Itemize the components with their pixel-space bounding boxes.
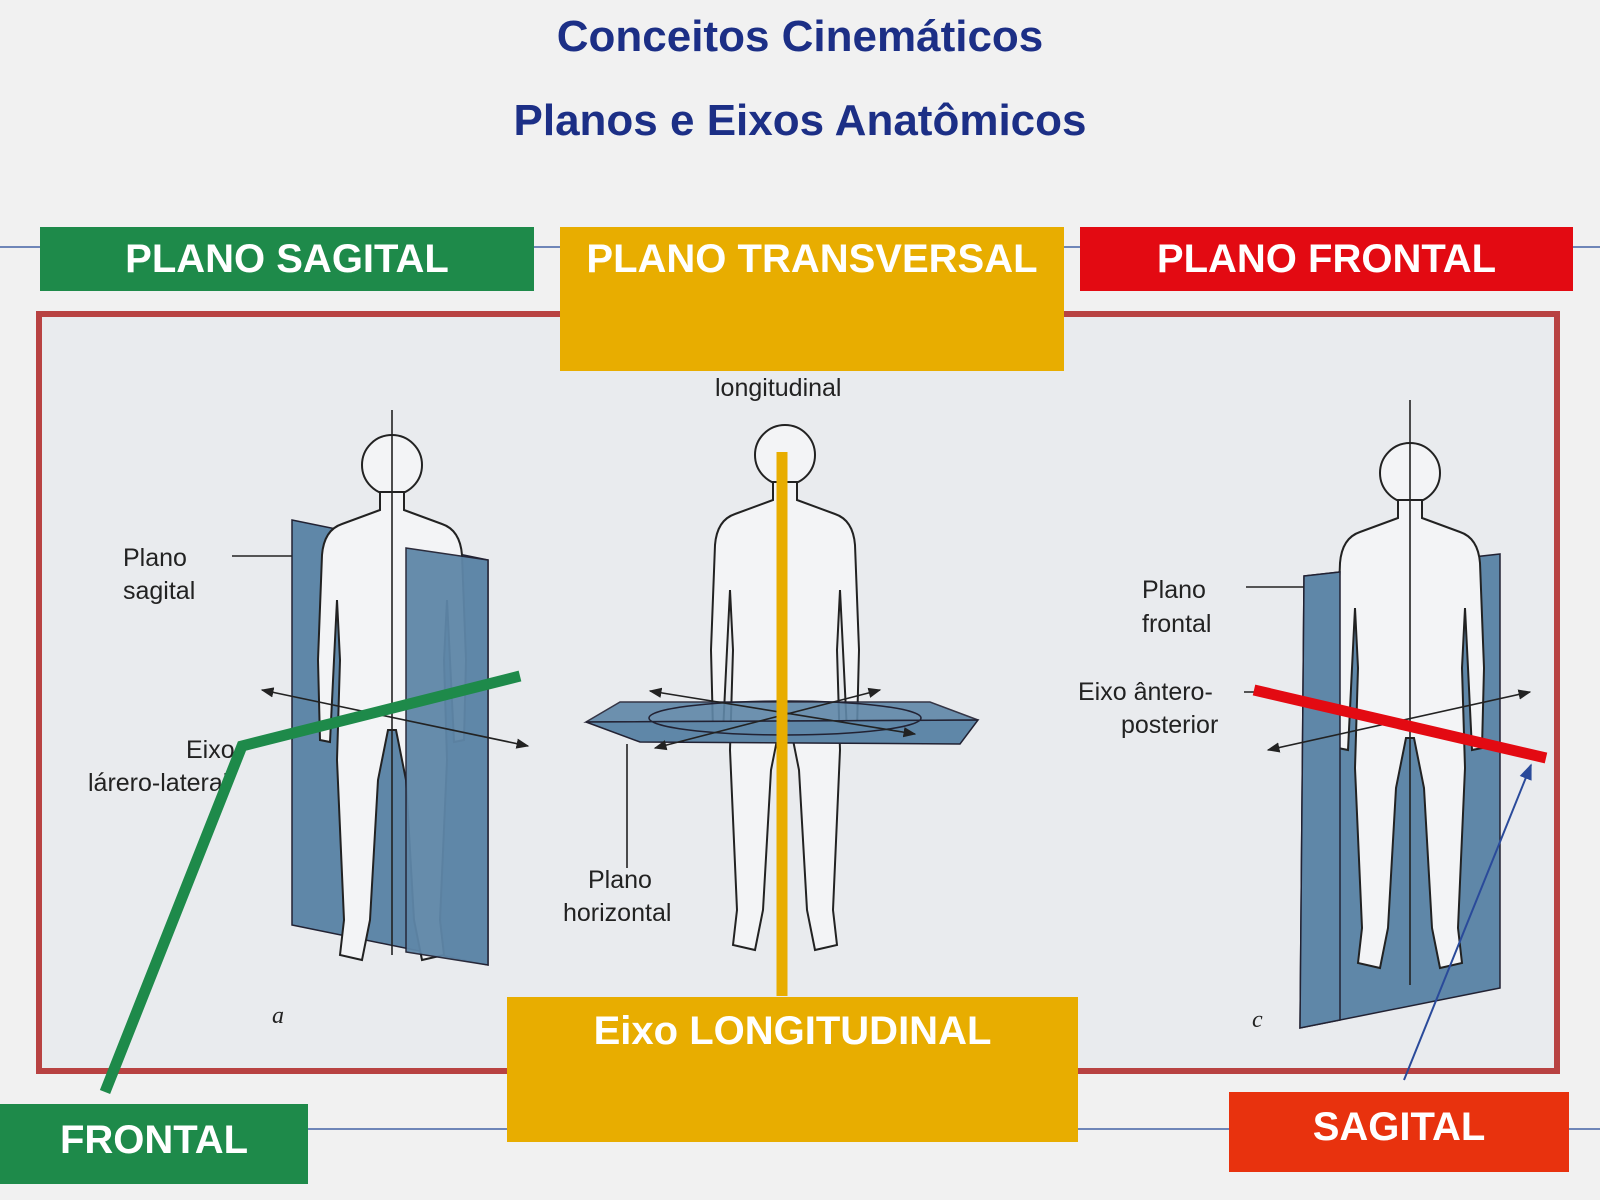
eixo-longitudinal-box: Eixo LONGITUDINAL: [507, 997, 1078, 1142]
label-frontal-c: frontal: [1142, 610, 1211, 638]
figure-c-frontal: Plano frontal Eixo ântero- posterior c: [1078, 400, 1532, 1033]
frontal-box: FRONTAL: [0, 1104, 308, 1184]
blue-pointer-arrow: [1403, 763, 1532, 1081]
lateral-axis-arrow: [260, 687, 530, 749]
label-posterior: posterior: [1121, 711, 1218, 739]
figure-letter-a: a: [272, 1003, 284, 1029]
page-title: Conceitos Cinemáticos: [556, 12, 1044, 61]
figure-b-horizontal: longitudinal Plano horizontal: [563, 374, 980, 951]
label-horizontal: horizontal: [563, 899, 671, 927]
label-plano-a: Plano: [123, 544, 187, 572]
label-longitudinal: longitudinal: [715, 374, 842, 402]
label-eixo-a: Eixo: [186, 736, 235, 764]
figure-letter-c: c: [1252, 1007, 1263, 1033]
green-frontal-overlay-line: [99, 670, 522, 1095]
red-sagittal-overlay-line: [1252, 684, 1548, 764]
label-plano-b: Plano: [588, 866, 652, 894]
frontal-plane-edge-shape: [1299, 571, 1341, 1029]
label-eixo-antero: Eixo ântero-: [1078, 678, 1213, 706]
label-latero-lateral: lárero-lateral: [88, 769, 228, 797]
label-sagital-a: sagital: [123, 577, 195, 605]
label-plano-c: Plano: [1142, 576, 1206, 604]
sagittal-plane-front-shape: [405, 547, 489, 966]
plano-frontal-box: PLANO FRONTAL: [1080, 227, 1573, 291]
plano-transversal-box: PLANO TRANSVERSAL: [560, 227, 1064, 371]
horizontal-axis-arrow-2: [653, 687, 882, 751]
sagital-box: SAGITAL: [1229, 1092, 1569, 1172]
plano-sagital-box: PLANO SAGITAL: [40, 227, 534, 291]
figure-a-sagittal: Plano sagital Eixo lárero-lateral a: [88, 410, 530, 1029]
page-subtitle: Planos e Eixos Anatômicos: [513, 96, 1087, 145]
